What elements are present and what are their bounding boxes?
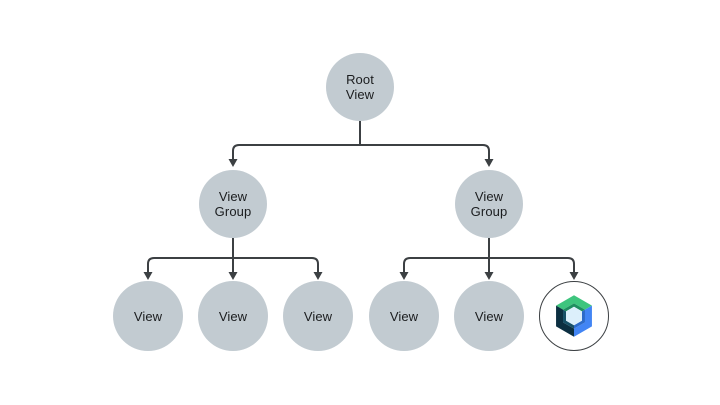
- jetpack-compose-icon: [556, 295, 592, 337]
- compose-logo-navy-face: [556, 305, 574, 337]
- connector-lines: [147, 121, 575, 273]
- node-view-left-3-label: View: [303, 308, 333, 324]
- node-view-group-right-label: View Group: [470, 189, 508, 219]
- compose-logo-blue-face: [574, 305, 592, 337]
- node-view-left-2: View: [198, 281, 268, 351]
- node-view-left-2-label: View: [218, 308, 248, 324]
- node-view-left-1: View: [113, 281, 183, 351]
- compose-logo-hole: [566, 306, 582, 326]
- node-view-right-2: View: [454, 281, 524, 351]
- compose-logo-green-bevel: [563, 303, 585, 312]
- node-view-right-1: View: [369, 281, 439, 351]
- node-compose: [539, 281, 609, 351]
- arrowhead-icons: [143, 159, 579, 280]
- node-view-group-right: View Group: [455, 170, 523, 238]
- node-view-left-1-label: View: [133, 308, 163, 324]
- node-view-right-1-label: View: [389, 308, 419, 324]
- node-view-group-left: View Group: [199, 170, 267, 238]
- node-root-view-label: Root View: [345, 72, 375, 102]
- node-view-right-2-label: View: [474, 308, 504, 324]
- node-view-left-3: View: [283, 281, 353, 351]
- node-root-view: Root View: [326, 53, 394, 121]
- compose-logo-green-face: [556, 295, 592, 310]
- node-view-group-left-label: View Group: [214, 189, 252, 219]
